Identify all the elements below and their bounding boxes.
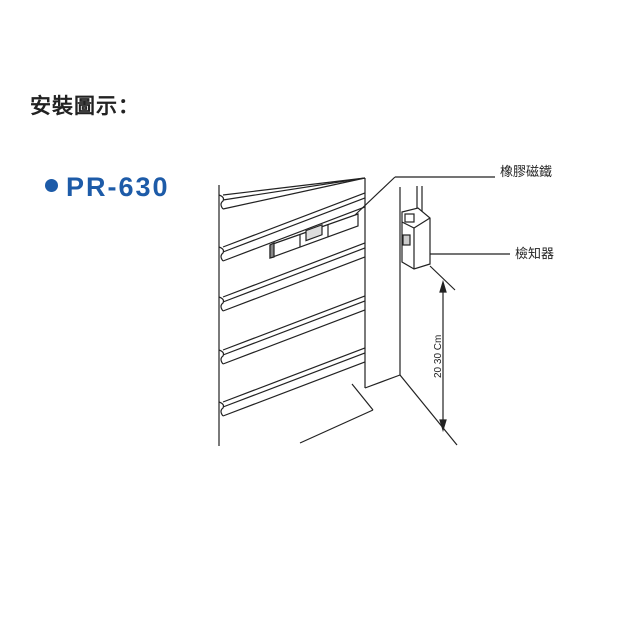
wall (299, 187, 458, 446)
model-name: PR-630 (45, 172, 170, 203)
shutter-slat-line (222, 300, 366, 356)
magnet (269, 213, 359, 259)
shutter-slat-line (222, 309, 366, 365)
shutter-slat-line (222, 247, 366, 303)
shutter-slat-line (222, 361, 366, 417)
dimension-label: 20 30 Cm (433, 335, 444, 378)
sensor-label: 檢知器 (515, 246, 554, 262)
shutter-slat-line (222, 177, 366, 196)
shutter (218, 177, 366, 446)
slat-hinge (218, 401, 225, 417)
shutter-slat-line (222, 206, 366, 262)
slat-hinge (218, 296, 225, 312)
model-label: PR-630 (66, 172, 170, 202)
dimension-arrow (429, 265, 456, 433)
shutter-slat-line (222, 347, 366, 403)
shutter-slat-line (222, 197, 366, 253)
magnet-label: 橡膠磁鐵 (500, 164, 552, 180)
shutter-slat-line (222, 242, 366, 298)
sensor (401, 186, 431, 270)
bullet-icon (45, 179, 58, 192)
shutter-slat-line (222, 192, 366, 248)
shutter-slat-line (222, 352, 366, 408)
shutter-slat-line (222, 177, 366, 210)
slat-hinge (218, 246, 225, 262)
leader-lines (354, 176, 510, 255)
page-title: 安裝圖示： (30, 94, 140, 118)
shutter-slat-line (222, 256, 366, 312)
shutter-slat-line (222, 177, 366, 201)
slat-hinge (218, 194, 225, 210)
shutter-slat-line (222, 295, 366, 351)
slat-hinge (218, 349, 225, 365)
